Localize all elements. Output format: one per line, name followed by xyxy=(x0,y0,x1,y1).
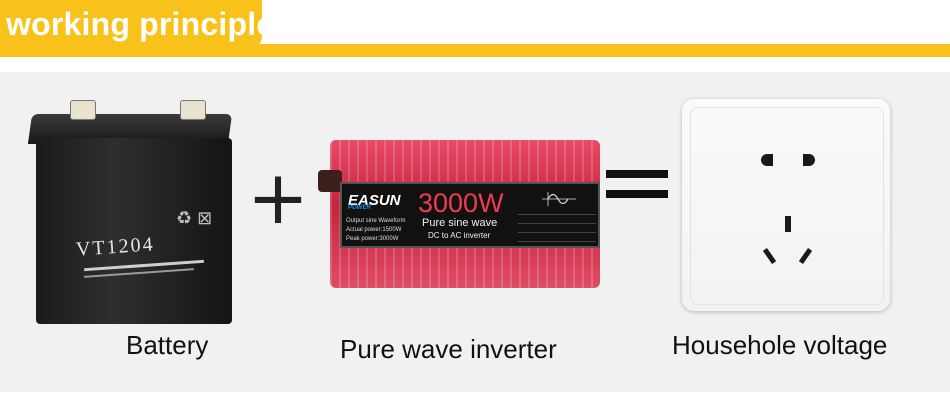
conversion-type: DC to AC inverter xyxy=(428,231,491,240)
socket-hole-icon xyxy=(785,216,791,232)
socket-plate xyxy=(690,107,884,305)
wave-type: Pure sine wave xyxy=(422,217,498,229)
brand-name: EASUN xyxy=(348,192,401,209)
socket-hole-icon xyxy=(803,154,815,166)
power-rating: 3000W xyxy=(418,188,504,218)
brand-sub: POWER xyxy=(348,205,371,211)
header-spacer xyxy=(262,0,950,44)
page-title: working principle xyxy=(6,6,275,42)
socket-hole-icon xyxy=(761,154,773,166)
battery-terminal xyxy=(180,100,206,120)
recycle-icon: ♻ ⊠ xyxy=(176,208,213,228)
socket-caption: Househole voltage xyxy=(672,330,888,360)
plus-icon: + xyxy=(247,155,310,241)
equals-icon xyxy=(606,170,668,208)
option-table xyxy=(518,214,596,242)
battery-body: ♻ ⊠ VT1204 xyxy=(36,138,232,324)
inverter-caption: Pure wave inverter xyxy=(340,334,557,364)
spec-line: Actual power:1500W xyxy=(346,227,402,233)
sine-wave-icon xyxy=(542,192,576,206)
battery-image: ♻ ⊠ VT1204 xyxy=(27,92,240,324)
header-tab xyxy=(0,0,262,50)
socket-hole-icon xyxy=(798,248,813,264)
socket-hole-icon xyxy=(762,248,777,264)
battery-label: VT1204 xyxy=(75,233,156,261)
spec-line: Output sine Waveform xyxy=(346,218,406,224)
header: working principle xyxy=(0,0,950,58)
socket-image xyxy=(682,99,890,311)
battery-terminal xyxy=(70,100,96,120)
battery-caption: Battery xyxy=(126,330,209,360)
terminal-knob-icon xyxy=(318,170,342,192)
spec-line: Peak power:3000W xyxy=(346,236,399,242)
